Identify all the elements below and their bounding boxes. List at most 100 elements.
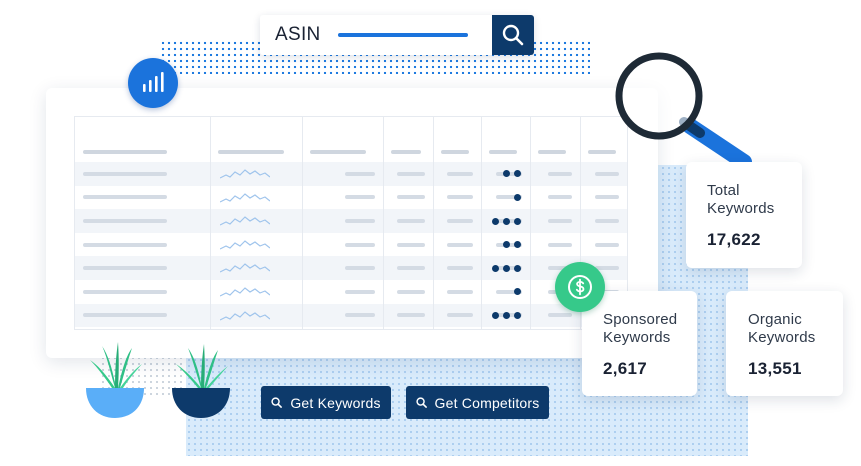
table-cell-placeholder xyxy=(345,266,375,271)
rating-dot xyxy=(514,264,521,272)
table-cell-placeholder xyxy=(447,171,473,176)
search-icon xyxy=(415,397,427,408)
table-cell-placeholder xyxy=(397,171,425,176)
table-cell-placeholder xyxy=(83,219,167,223)
table-header-cell xyxy=(391,149,421,154)
table-cell-placeholder xyxy=(595,195,619,200)
sparkline xyxy=(220,169,270,179)
organic-keywords-value: 13,551 xyxy=(748,359,802,378)
table-column-divider xyxy=(210,117,211,329)
total-keywords-card: Total Keywords 17,622 xyxy=(686,162,802,268)
table-cell-placeholder xyxy=(397,289,425,294)
table-cell-placeholder xyxy=(496,195,522,200)
table-cell-placeholder xyxy=(595,219,619,223)
get-competitors-label: Get Competitors xyxy=(434,394,540,411)
sparkline xyxy=(220,310,270,321)
sparkline xyxy=(220,263,270,273)
rating-dot xyxy=(503,217,510,225)
table-column-divider xyxy=(433,117,434,329)
rating-dot xyxy=(492,264,499,272)
table-column-divider xyxy=(302,117,303,329)
table-header-cell xyxy=(441,149,469,154)
search-button[interactable] xyxy=(492,15,534,55)
table-cell-placeholder xyxy=(397,242,425,247)
table-cell-placeholder xyxy=(548,219,572,223)
table-cell-placeholder xyxy=(548,242,572,247)
rating-dot xyxy=(514,217,521,225)
table-cell-placeholder xyxy=(447,195,473,200)
table-cell-placeholder xyxy=(345,219,375,223)
table-column-divider xyxy=(383,117,384,329)
table-header-cell xyxy=(489,149,517,154)
plant-dark-icon xyxy=(172,344,230,418)
table-cell-placeholder xyxy=(548,266,572,271)
sparkline xyxy=(220,239,270,250)
table-column-divider xyxy=(530,117,531,329)
table-cell-placeholder xyxy=(496,289,522,294)
rating-dot xyxy=(514,193,521,201)
table-cell-placeholder xyxy=(345,195,375,200)
table-cell-placeholder xyxy=(548,171,572,176)
asin-search-bar[interactable]: ASIN xyxy=(260,15,534,55)
search-icon xyxy=(271,397,283,408)
get-keywords-button[interactable]: Get Keywords xyxy=(261,386,391,419)
table-header-cell xyxy=(83,149,167,154)
table-cell-placeholder xyxy=(83,289,167,294)
sparkline xyxy=(220,216,270,226)
search-label: ASIN xyxy=(275,24,321,45)
total-keywords-value: 17,622 xyxy=(707,230,761,249)
organic-keywords-label: Organic Keywords xyxy=(748,311,816,346)
keyword-table xyxy=(74,116,628,330)
table-cell-placeholder xyxy=(447,289,473,294)
table-cell-placeholder xyxy=(595,266,619,271)
rating-dot xyxy=(514,288,521,296)
plant-light-icon xyxy=(86,342,144,418)
table-header-cell xyxy=(310,149,366,154)
dollar-icon xyxy=(568,275,592,299)
sponsored-keywords-label: Sponsored Keywords xyxy=(603,311,678,346)
table-cell-placeholder xyxy=(397,219,425,223)
table-cell-placeholder xyxy=(345,242,375,247)
table-cell-placeholder xyxy=(447,266,473,271)
search-icon xyxy=(502,24,524,46)
rating-dot xyxy=(514,241,521,249)
magnifier-icon xyxy=(615,52,752,170)
table-cell-placeholder xyxy=(447,313,473,318)
rating-dot xyxy=(503,241,510,249)
table-header-cell xyxy=(218,149,284,154)
sparkline xyxy=(220,287,270,297)
table-cell-placeholder xyxy=(397,195,425,200)
table-cell-placeholder xyxy=(595,242,619,247)
get-keywords-label: Get Keywords xyxy=(290,394,381,411)
dollar-badge xyxy=(555,262,605,312)
table-cell-placeholder xyxy=(83,266,167,271)
table-cell-placeholder xyxy=(83,313,167,318)
search-input-placeholder-line xyxy=(338,33,468,37)
table-cell-placeholder xyxy=(345,289,375,294)
table-cell-placeholder xyxy=(447,219,473,223)
total-keywords-label: Total Keywords xyxy=(707,182,775,217)
rating-dot xyxy=(492,311,499,319)
rating-dot xyxy=(514,311,521,319)
rating-dot xyxy=(503,170,510,178)
sponsored-keywords-value: 2,617 xyxy=(603,359,648,378)
get-competitors-button[interactable]: Get Competitors xyxy=(406,386,549,419)
table-cell-placeholder xyxy=(83,171,167,176)
table-header-cell xyxy=(538,149,566,154)
table-cell-placeholder xyxy=(83,195,167,200)
rating-dot xyxy=(503,264,510,272)
table-column-divider xyxy=(481,117,482,329)
table-cell-placeholder xyxy=(83,242,167,247)
table-cell-placeholder xyxy=(397,313,425,318)
table-header-cell xyxy=(588,149,616,154)
bar-chart-icon xyxy=(143,72,164,92)
table-cell-placeholder xyxy=(397,266,425,271)
table-cell-placeholder xyxy=(548,195,572,200)
table-cell-placeholder xyxy=(447,242,473,247)
table-cell-placeholder xyxy=(595,171,619,176)
table-column-divider xyxy=(580,117,581,329)
table-cell-placeholder xyxy=(345,313,375,318)
rating-dot xyxy=(503,311,510,319)
sparkline xyxy=(220,192,270,203)
rating-dot xyxy=(514,170,521,178)
